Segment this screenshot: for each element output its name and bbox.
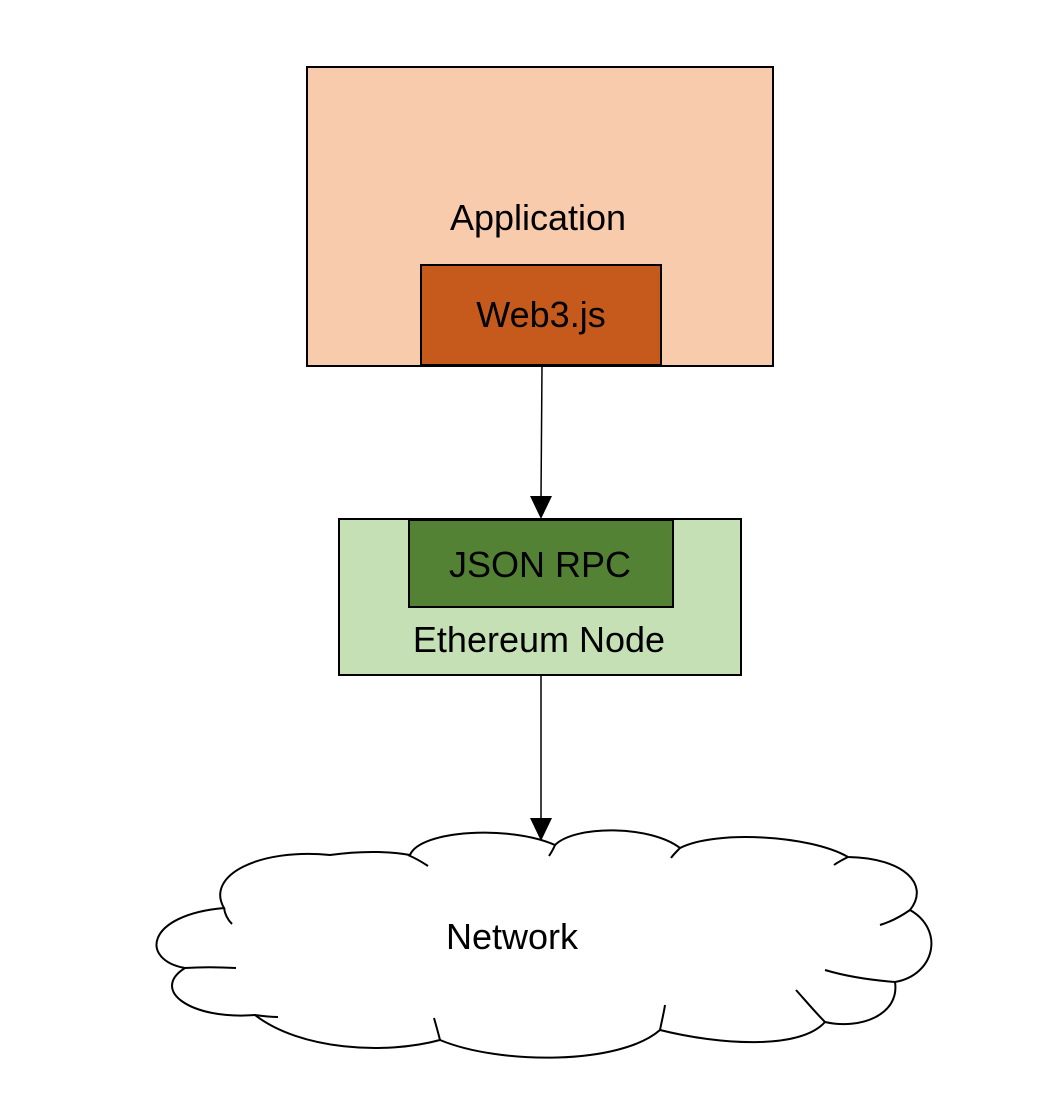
json-rpc-label: JSON RPC — [449, 544, 631, 585]
json-rpc-box: JSON RPC — [408, 519, 674, 608]
web3-box: Web3.js — [420, 264, 662, 366]
network-cloud: Network — [155, 829, 933, 1059]
arrowhead-icon — [530, 818, 552, 841]
arrowhead-icon — [530, 496, 552, 519]
cloud-icon — [155, 829, 933, 1059]
ethereum-node-label: Ethereum Node — [413, 619, 665, 660]
connector-line — [540, 365, 543, 499]
web3-label: Web3.js — [476, 294, 605, 335]
web3-rect — [420, 264, 662, 366]
application-label: Application — [450, 197, 626, 238]
connector-web3-to-jsonrpc — [530, 365, 552, 519]
network-label: Network — [446, 916, 579, 957]
json-rpc-rect — [408, 519, 674, 608]
connector-node-to-network — [530, 676, 552, 841]
